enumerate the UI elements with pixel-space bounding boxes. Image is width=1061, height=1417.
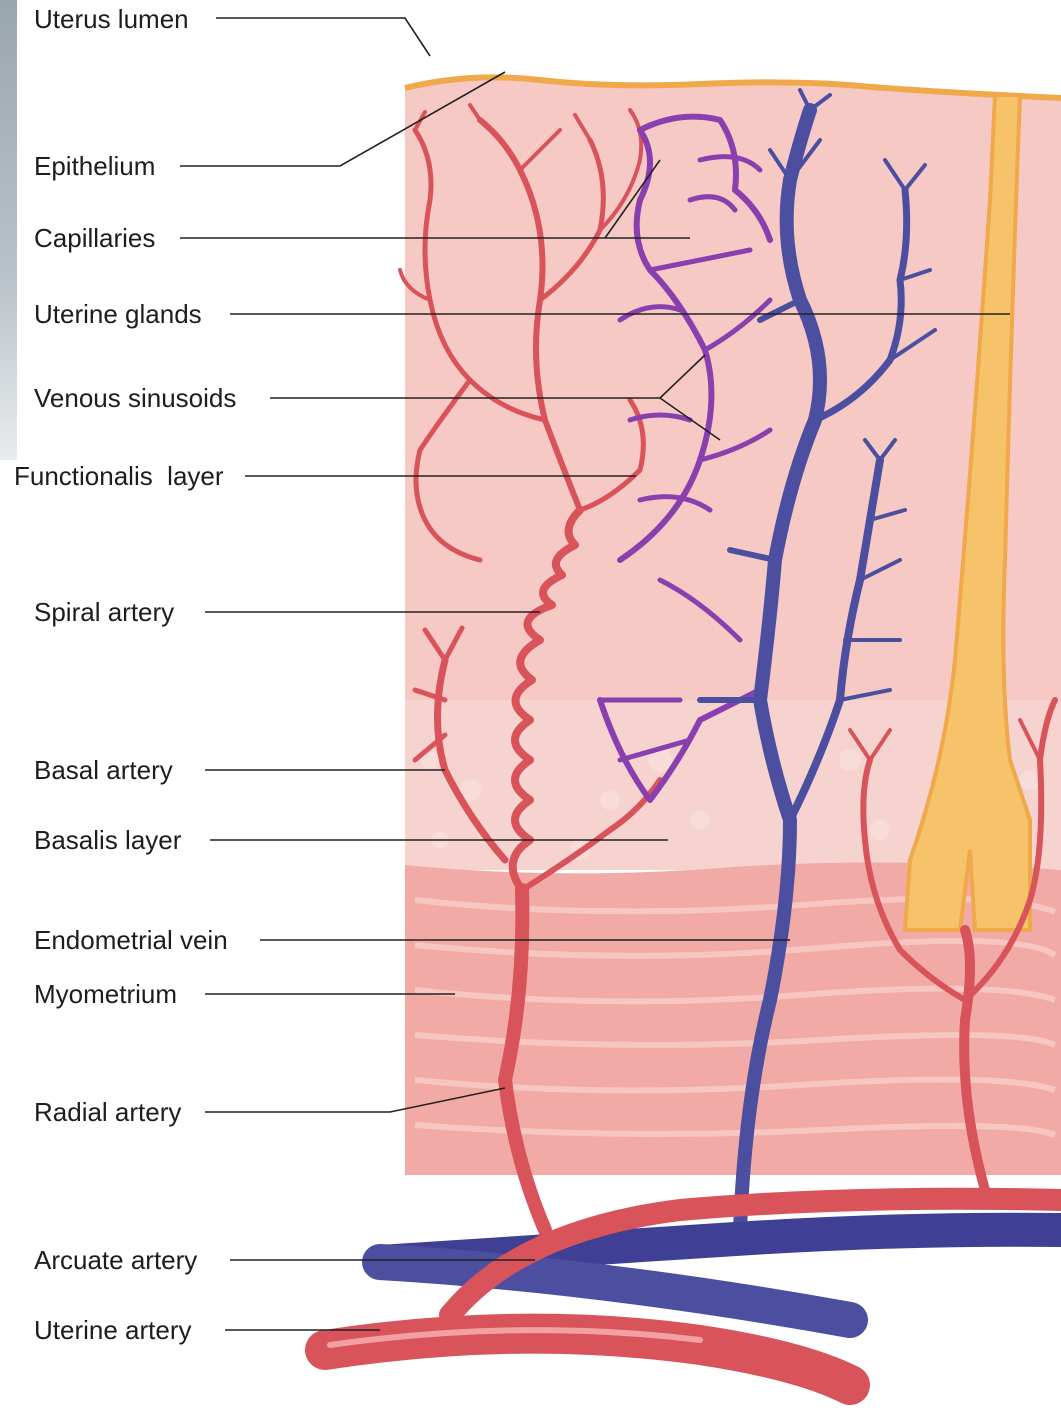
- label-endometrial-vein: Endometrial vein: [34, 925, 232, 955]
- label-basal-artery: Basal artery: [34, 755, 177, 785]
- label-radial-artery: Radial artery: [34, 1097, 185, 1127]
- label-functionalis-layer: Functionalis layer: [14, 461, 228, 491]
- label-uterine-glands: Uterine glands: [34, 299, 206, 329]
- label-uterine-artery: Uterine artery: [34, 1315, 196, 1345]
- label-epithelium: Epithelium: [34, 151, 159, 181]
- label-spiral-artery: Spiral artery: [34, 597, 178, 627]
- label-venous-sinusoids: Venous sinusoids: [34, 383, 240, 413]
- label-uterus-lumen: Uterus lumen: [34, 4, 193, 34]
- leader-uterus-lumen: [216, 18, 430, 56]
- label-basalis-layer: Basalis layer: [34, 825, 185, 855]
- uterine-artery-vessel: [325, 1334, 850, 1385]
- label-arcuate-artery: Arcuate artery: [34, 1245, 201, 1275]
- label-capillaries: Capillaries: [34, 223, 159, 253]
- label-myometrium: Myometrium: [34, 979, 181, 1009]
- large-vessels: [325, 1199, 1061, 1385]
